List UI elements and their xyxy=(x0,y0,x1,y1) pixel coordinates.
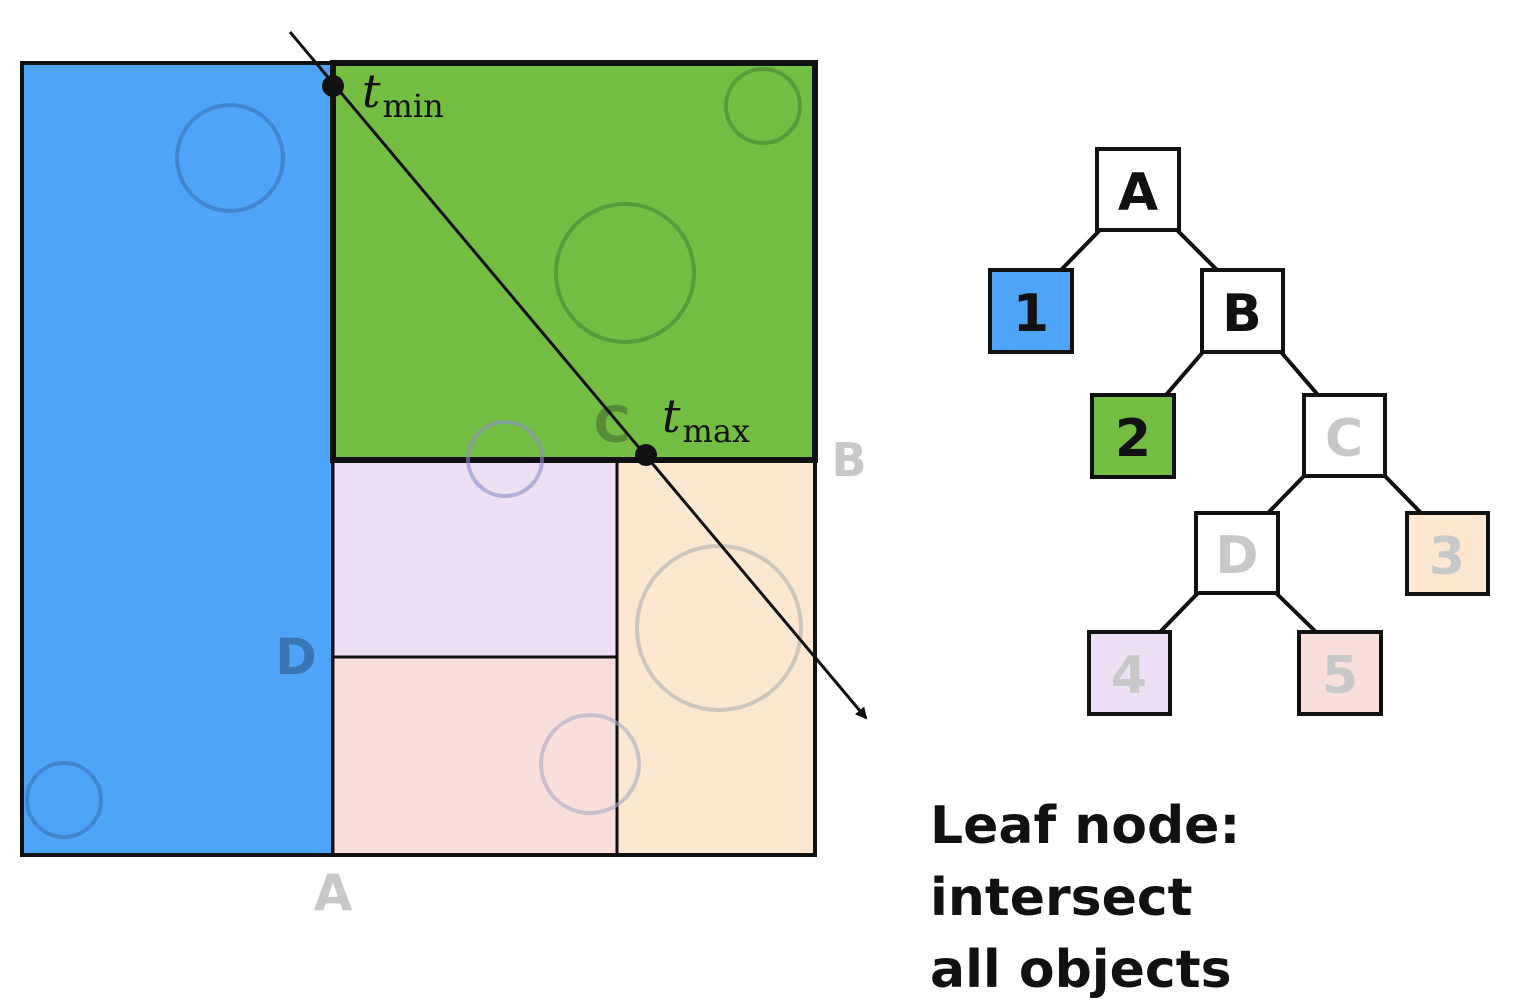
t-max-label: tmax xyxy=(662,389,750,450)
caption: Leaf node: intersect all objects xyxy=(930,790,1520,1006)
region-5-pink xyxy=(331,655,619,857)
caption-line-2: all objects xyxy=(930,940,1232,1000)
region-1-blue xyxy=(20,61,335,857)
tree-edges xyxy=(1059,228,1423,634)
tree-leaf-4: 4 xyxy=(1087,630,1172,716)
tree-edge xyxy=(1175,228,1219,272)
object-circle xyxy=(25,761,103,839)
caption-line-1: Leaf node: intersect xyxy=(930,796,1241,928)
ray-line xyxy=(288,31,868,720)
tree-edge xyxy=(1164,350,1205,397)
object-circle xyxy=(635,544,803,712)
object-circle xyxy=(539,713,641,815)
t-min-point xyxy=(322,75,344,97)
split-label-a: A xyxy=(314,864,353,922)
tree-edge xyxy=(1266,473,1307,515)
tree-edge xyxy=(1059,228,1102,272)
tree-node-c-label: C xyxy=(1325,409,1363,469)
tree-node-c: C xyxy=(1302,393,1387,478)
scene-objects xyxy=(25,67,803,839)
tree-node-d-label: D xyxy=(1215,526,1258,586)
spatial-partition: A B C D xyxy=(20,60,867,922)
t-min-label: tmin xyxy=(362,64,444,125)
tree-leaf-4-label: 4 xyxy=(1111,646,1147,706)
split-label-c: C xyxy=(594,396,631,454)
tree-edge xyxy=(1382,473,1423,515)
kd-tree-diagram: A B C D tmin tmax A 1 xyxy=(20,31,1490,922)
tree-leaf-3-label: 3 xyxy=(1429,527,1465,587)
tree-leaf-2: 2 xyxy=(1090,393,1176,479)
tree-edge xyxy=(1158,591,1200,634)
tree-leaf-1: 1 xyxy=(988,268,1074,354)
tree-node-b: B xyxy=(1200,268,1285,354)
object-circle xyxy=(175,103,285,213)
tree-node-b-label: B xyxy=(1222,284,1262,344)
kd-tree: A 1 B 2 C D 3 4 xyxy=(988,147,1490,716)
tree-node-a: A xyxy=(1095,147,1181,232)
object-circle xyxy=(466,420,544,498)
region-2-green xyxy=(333,63,815,460)
tree-leaf-5: 5 xyxy=(1297,630,1383,716)
region-2-highlight-border xyxy=(330,60,818,463)
tree-node-a-label: A xyxy=(1118,163,1158,223)
tree-node-d: D xyxy=(1194,511,1280,595)
region-4-lavender xyxy=(331,458,619,659)
split-label-d: D xyxy=(275,628,317,686)
tree-leaf-2-label: 2 xyxy=(1115,409,1151,469)
tree-leaf-5-label: 5 xyxy=(1322,646,1358,706)
region-3-peach xyxy=(615,458,817,857)
tree-edge xyxy=(1274,591,1318,634)
tree-leaf-3: 3 xyxy=(1405,511,1490,596)
t-max-point xyxy=(635,444,657,466)
split-label-b: B xyxy=(831,433,866,487)
object-circle xyxy=(554,202,696,344)
tree-edge xyxy=(1279,350,1320,397)
object-circle xyxy=(724,67,802,145)
ray: tmin tmax xyxy=(288,31,868,720)
tree-leaf-1-label: 1 xyxy=(1013,284,1049,344)
